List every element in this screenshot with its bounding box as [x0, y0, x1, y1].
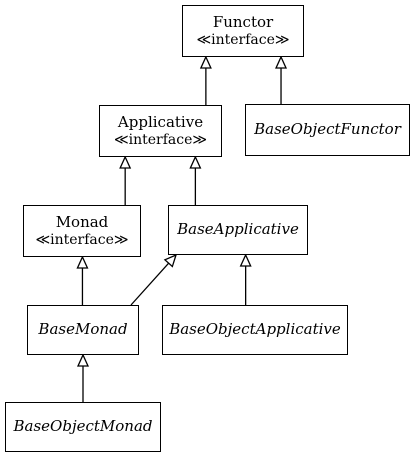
node-base-object-applicative-name: BaseObjectApplicative: [169, 320, 341, 339]
node-base-object-applicative: BaseObjectApplicative: [162, 305, 348, 355]
node-base-object-functor: BaseObjectFunctor: [245, 104, 410, 156]
node-monad-name: Monad: [55, 213, 109, 232]
arrowhead-applicative-to-functor: [199, 55, 212, 69]
node-applicative: Applicative ≪interface≫: [99, 105, 222, 157]
arrowhead-base_monad-to-monad: [76, 255, 89, 269]
arrowhead-monad-to-applicative: [119, 155, 132, 169]
node-base-object-functor-name: BaseObjectFunctor: [254, 120, 401, 139]
node-functor: Functor ≪interface≫: [182, 5, 304, 57]
arrowhead-base_object_monad-to-base_monad: [76, 353, 90, 367]
arrowhead-base_object_applicative-to-base_applicative: [239, 253, 252, 267]
node-applicative-name: Applicative: [117, 113, 204, 132]
node-monad-stereotype: ≪interface≫: [35, 231, 129, 248]
node-base-monad: BaseMonad: [27, 305, 139, 355]
node-functor-stereotype: ≪interface≫: [196, 31, 290, 48]
node-base-applicative: BaseApplicative: [168, 205, 308, 255]
arrowhead-base_applicative-to-applicative: [189, 155, 202, 169]
edge-base_monad-to-base_applicative: [130, 262, 170, 306]
node-base-object-monad-name: BaseObjectMonad: [13, 417, 153, 436]
node-applicative-stereotype: ≪interface≫: [113, 131, 208, 148]
node-functor-name: Functor: [212, 13, 274, 32]
node-base-object-monad: BaseObjectMonad: [5, 402, 161, 452]
node-base-monad-name: BaseMonad: [38, 320, 128, 339]
arrowhead-base_object_functor-to-functor: [275, 55, 288, 69]
node-monad: Monad ≪interface≫: [23, 205, 141, 257]
node-base-applicative-name: BaseApplicative: [177, 220, 299, 239]
arrowhead-base_monad-to-base_applicative: [163, 253, 178, 268]
